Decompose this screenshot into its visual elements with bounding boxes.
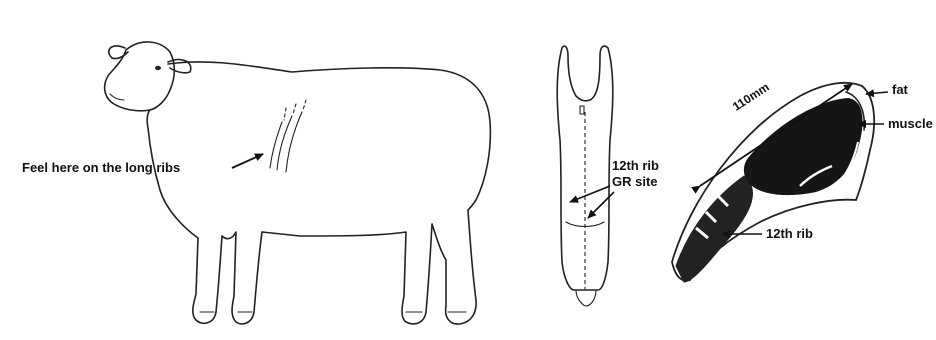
carcass-top-view	[557, 46, 614, 306]
muscle-label: muscle	[888, 116, 934, 131]
feel-here-label: Feel here on the long ribs	[22, 160, 180, 175]
rib-cross-section	[672, 83, 888, 282]
twelfth-rib-label-bottom: 12th rib	[766, 226, 813, 241]
sheep-illustration	[105, 42, 491, 324]
fat-label: fat	[892, 82, 908, 97]
twelfth-rib-label-top: 12th rib	[612, 158, 659, 173]
gr-site-label: GR site	[612, 174, 658, 189]
